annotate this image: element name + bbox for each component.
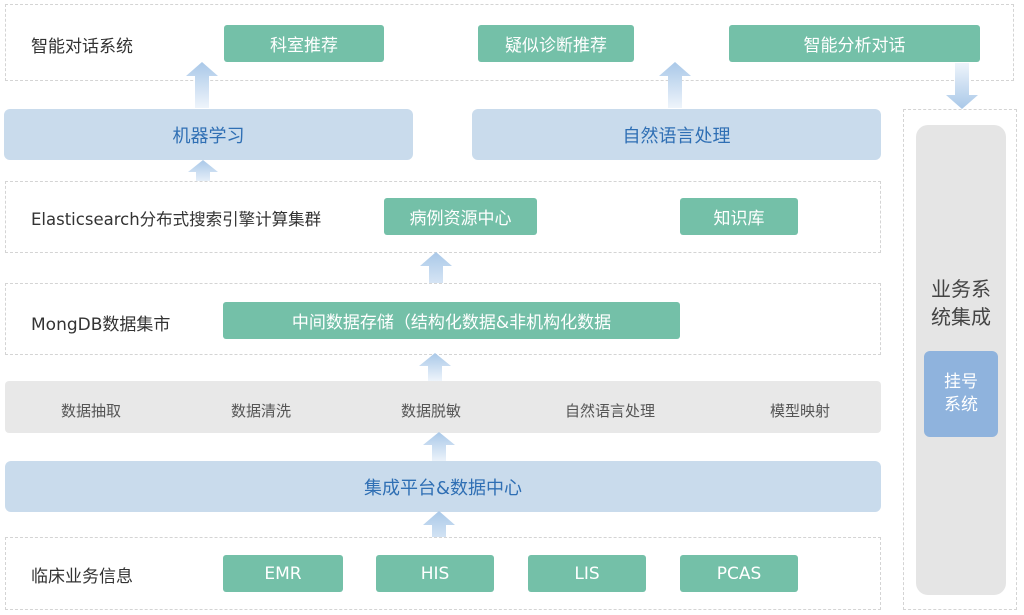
arrow-up-icon [423,432,455,462]
mongodb-layer-title: MongDB数据集市 [31,315,171,335]
arrow-up-icon [186,62,218,108]
arrow-down-icon [946,63,978,109]
arrow-up-icon [419,353,451,381]
nlp-bar: 自然语言处理 [472,109,881,160]
data-masking-label: 数据脱敏 [400,402,462,420]
lis-box: LIS [528,555,646,592]
arrow-up-icon [659,62,691,108]
dialog-layer-title: 智能对话系统 [31,37,133,57]
elasticsearch-layer-title: Elasticsearch分布式搜索引擎计算集群 [31,210,322,229]
processing-bar [5,381,881,433]
data-cleaning-label: 数据清洗 [230,402,292,420]
machine-learning-bar: 机器学习 [4,109,413,160]
model-mapping-label: 模型映射 [769,402,831,420]
side-integration-panel: 业务系 统集成 挂号 系统 [916,125,1006,595]
data-extraction-label: 数据抽取 [60,402,122,420]
nlp-process-label: 自然语言处理 [564,402,656,420]
arrow-up-icon [188,160,218,184]
dept-recommend-box: 科室推荐 [224,25,384,62]
side-title-line2: 统集成 [931,305,991,329]
his-box: HIS [376,555,494,592]
side-title-line1: 业务系 [931,277,991,301]
arrow-up-icon [423,511,455,555]
intermediate-storage-box: 中间数据存储（结构化数据&非机构化数据 [223,302,680,339]
registration-line1: 挂号 [944,372,978,392]
side-integration-title: 业务系 统集成 [916,275,1006,331]
diagnosis-recommend-box: 疑似诊断推荐 [478,25,634,62]
pcas-box: PCAS [680,555,798,592]
knowledge-base-box: 知识库 [680,198,798,235]
integration-platform-bar: 集成平台&数据中心 [5,461,881,512]
arrow-up-icon [420,252,452,300]
clinical-layer-title: 临床业务信息 [31,567,133,587]
emr-box: EMR [223,555,343,592]
smart-analysis-box: 智能分析对话 [729,25,980,62]
case-resource-center-box: 病例资源中心 [384,198,537,235]
registration-system-box: 挂号 系统 [924,351,998,437]
registration-line2: 系统 [944,395,978,415]
